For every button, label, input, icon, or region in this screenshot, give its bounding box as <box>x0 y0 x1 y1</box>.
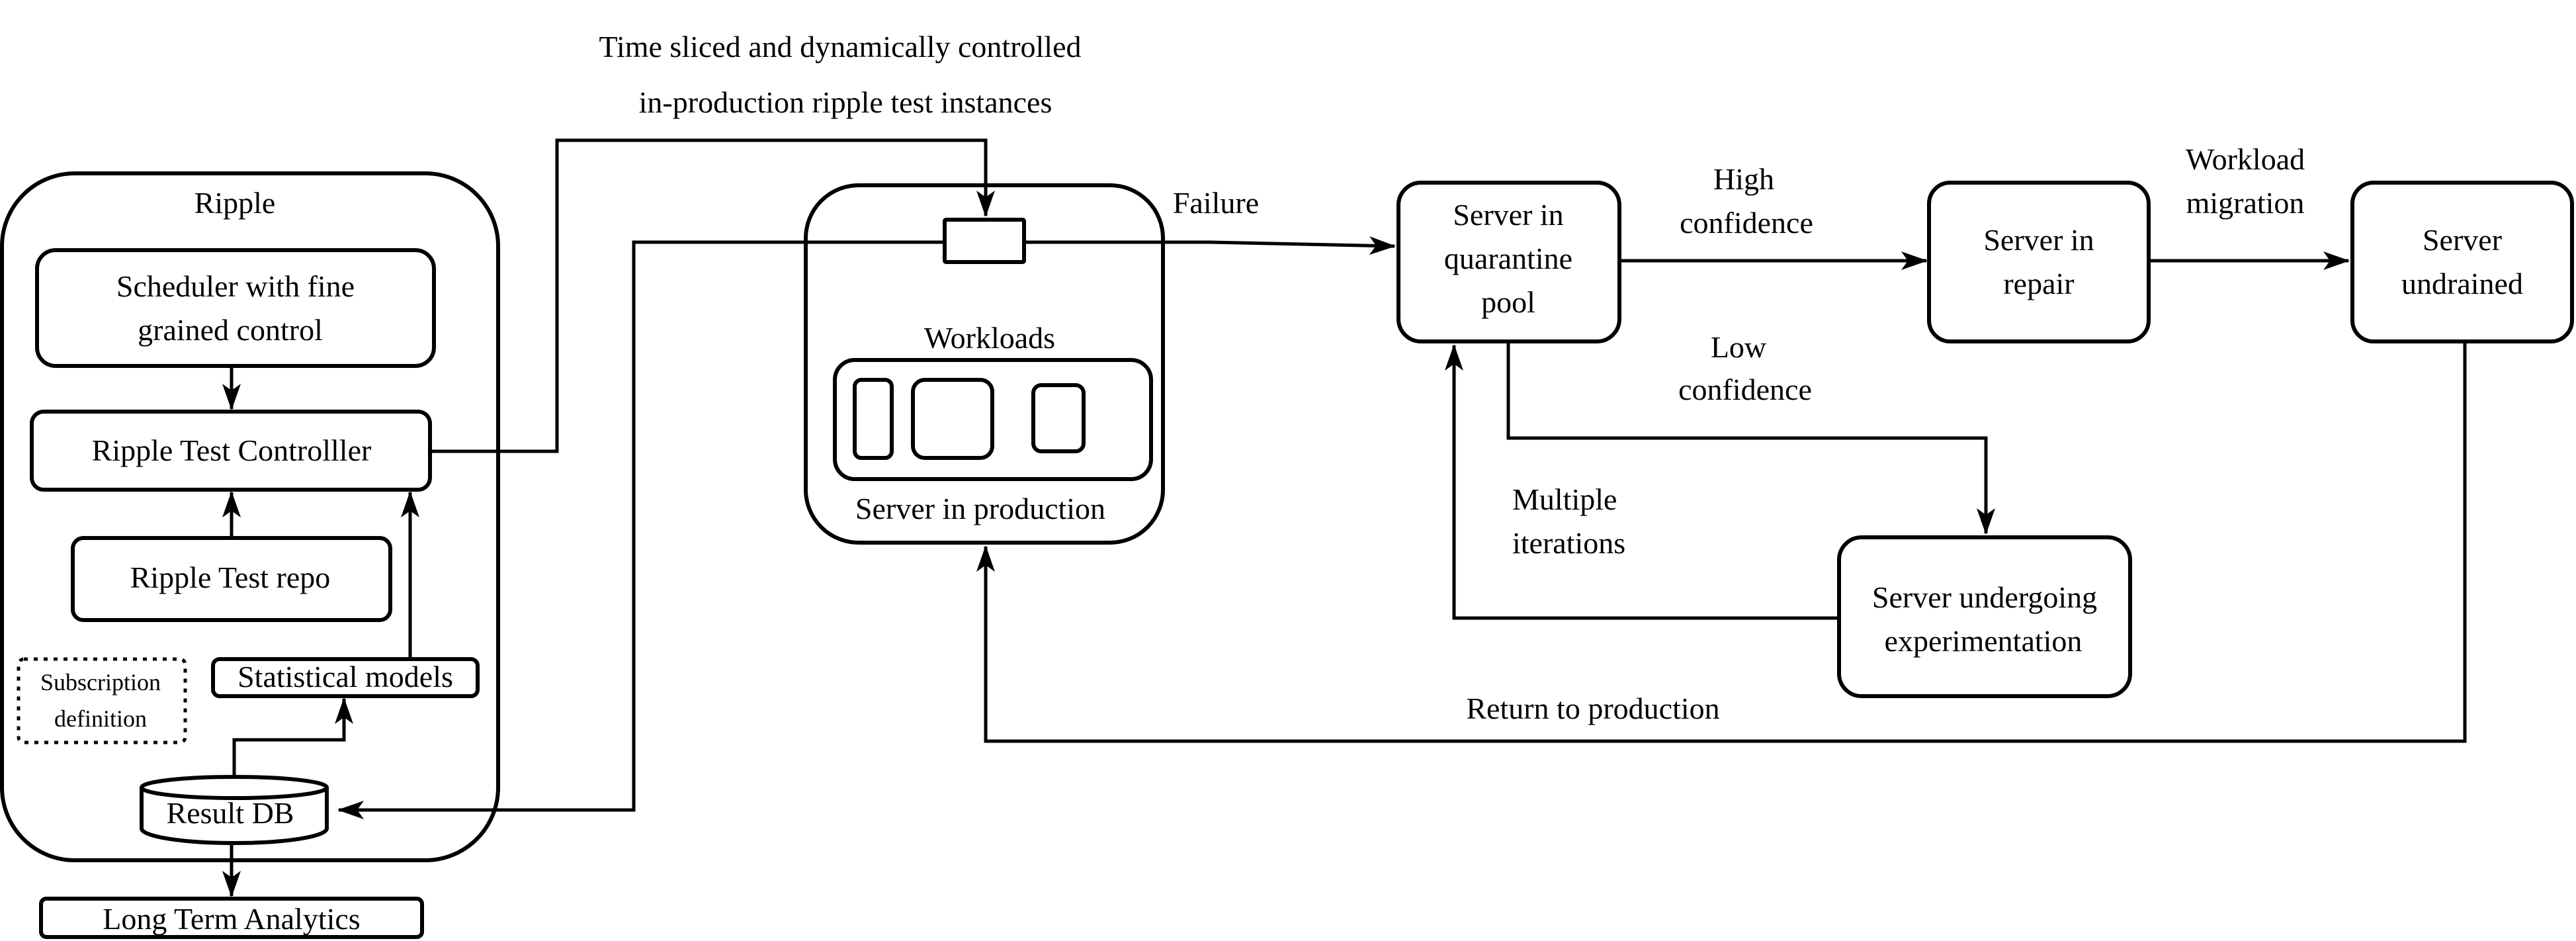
low-confidence-arrow <box>1506 341 1995 535</box>
instance-to-db-arrow <box>337 240 945 819</box>
iterations-label-line1: Multiple <box>1512 482 1617 516</box>
experimentation-label-line1: Server undergoing <box>1872 580 2097 614</box>
analytics-label: Long Term Analytics <box>103 902 360 936</box>
scheduler-label-line1: Scheduler with fine <box>116 269 355 303</box>
return-label: Return to production <box>1466 692 1719 725</box>
controller-label: Ripple Test Controlller <box>92 433 372 467</box>
header-title-line2: in-production ripple test instances <box>639 85 1052 119</box>
high-confidence-line2: confidence <box>1680 206 1813 240</box>
repo-box <box>71 536 392 622</box>
db-to-models-arrow <box>232 697 353 778</box>
undrained-label-line1: Server <box>2423 223 2502 257</box>
migration-label-line2: migration <box>2186 186 2305 220</box>
return-to-production-arrow <box>976 341 2467 743</box>
experimentation-box <box>1837 535 2132 698</box>
subscription-label-line2: definition <box>54 705 147 732</box>
low-confidence-line2: confidence <box>1678 373 1812 406</box>
ripple-test-instance-slot <box>943 218 1026 264</box>
workloads-label: Workloads <box>924 321 1055 355</box>
iterations-arrow <box>1445 344 1839 620</box>
quarantine-label-line3: pool <box>1481 285 1535 319</box>
undrained-box <box>2350 181 2574 343</box>
scheduler-label-line2: grained control <box>138 313 323 347</box>
result-db-cylinder <box>140 775 329 845</box>
quarantine-label-line2: quarantine <box>1444 242 1572 275</box>
statistical-models-label: Statistical models <box>237 660 453 694</box>
workload-small <box>853 378 894 460</box>
subscription-box <box>17 657 187 744</box>
migration-label-line1: Workload <box>2186 142 2305 176</box>
result-db-label: Result DB <box>167 796 294 830</box>
ripple-label: Ripple <box>194 186 276 220</box>
repo-label: Ripple Test repo <box>130 560 331 594</box>
repair-label-line2: repair <box>2003 267 2074 300</box>
failure-arrow <box>1024 236 1396 255</box>
quarantine-label-line1: Server in <box>1453 198 1563 232</box>
undrained-label-line2: undrained <box>2401 267 2523 300</box>
statistical-models-box <box>211 657 480 698</box>
controller-to-instance-arrow <box>430 138 995 453</box>
repair-label-line1: Server in <box>1983 223 2094 257</box>
header-title-line1: Time sliced and dynamically controlled <box>599 30 1081 64</box>
high-confidence-line1: High <box>1713 162 1774 196</box>
workload-medium <box>1031 383 1086 453</box>
subscription-label-line1: Subscription <box>40 669 161 695</box>
production-label: Server in production <box>855 492 1105 525</box>
analytics-box <box>39 897 424 939</box>
iterations-label-line2: iterations <box>1512 526 1625 560</box>
failure-label: Failure <box>1173 186 1259 220</box>
workload-large <box>911 378 994 460</box>
low-confidence-line1: Low <box>1711 330 1767 364</box>
experimentation-label-line2: experimentation <box>1885 624 2082 658</box>
repair-box <box>1927 181 2151 343</box>
scheduler-box <box>35 248 436 368</box>
